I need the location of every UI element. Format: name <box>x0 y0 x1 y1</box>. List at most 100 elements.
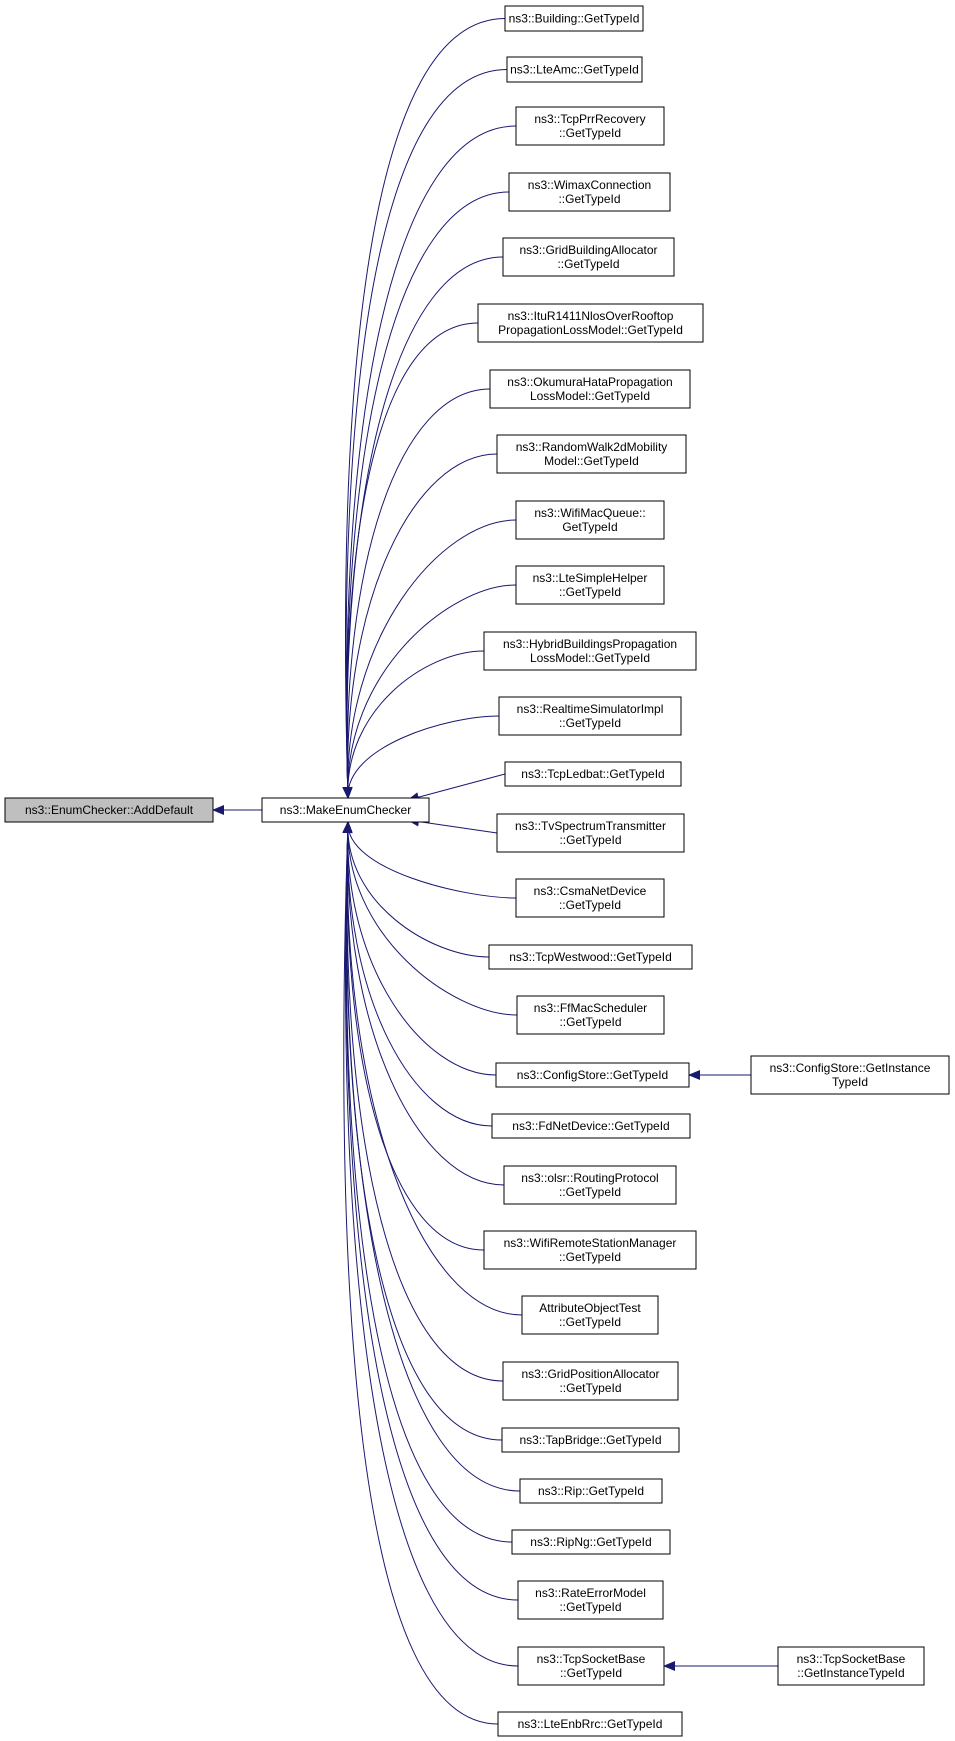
node-box <box>502 1361 679 1401</box>
node-caller-3[interactable]: ns3::TcpPrrRecovery::GetTypeId <box>515 106 665 146</box>
node-box <box>521 1295 659 1335</box>
node-label-line: TypeId <box>832 1075 868 1089</box>
node-caller-16[interactable]: ns3::TcpWestwood::GetTypeId <box>488 944 693 970</box>
nodes-layer: ns3::Building::GetTypeIdns3::LteAmc::Get… <box>4 5 950 1737</box>
node-caller-19[interactable]: ns3::FdNetDevice::GetTypeId <box>491 1113 691 1139</box>
edge-c12-to-makeenum <box>342 715 500 799</box>
node-label-line: ns3::RateErrorModel <box>535 1586 646 1600</box>
node-label-line: ::GetTypeId <box>559 1015 621 1029</box>
edge-c21-to-makeenum <box>342 821 485 1251</box>
node-box <box>517 1580 664 1620</box>
node-box <box>489 369 691 409</box>
node-label-line: ::GetTypeId <box>559 1600 621 1614</box>
edge-c15-to-makeenum <box>342 821 517 899</box>
node-make-enum-checker[interactable]: ns3::MakeEnumChecker <box>261 797 430 823</box>
node-caller-28[interactable]: ns3::TcpSocketBase::GetTypeId <box>517 1646 665 1686</box>
node-label-line: ns3::WimaxConnection <box>528 178 651 192</box>
node-label-line: ns3::GridBuildingAllocator <box>519 243 657 257</box>
node-caller-18[interactable]: ns3::ConfigStore::GetTypeId <box>495 1062 690 1088</box>
node-label-line: ::GetTypeId <box>558 192 620 206</box>
node-caller-25[interactable]: ns3::Rip::GetTypeId <box>519 1478 663 1504</box>
edge-c2-to-makeenum <box>342 69 508 799</box>
node-caller-15[interactable]: ns3::CsmaNetDevice::GetTypeId <box>515 878 665 918</box>
node-caller-14[interactable]: ns3::TvSpectrumTransmitter::GetTypeId <box>496 813 685 853</box>
node-caller-6[interactable]: ns3::ItuR1411NlosOverRooftopPropagationL… <box>477 303 704 343</box>
edge-c25-to-makeenum <box>342 821 521 1492</box>
node-box <box>4 797 214 823</box>
edges-layer <box>212 18 778 1725</box>
edge-c27-to-makeenum <box>342 821 519 1601</box>
node-box <box>515 500 665 540</box>
edge-c28-to-makeenum <box>342 821 519 1667</box>
node-caller-17[interactable]: ns3::FfMacScheduler::GetTypeId <box>516 995 665 1035</box>
node-caller-11[interactable]: ns3::HybridBuildingsPropagationLossModel… <box>483 631 697 671</box>
node-caller-23[interactable]: ns3::GridPositionAllocator::GetTypeId <box>502 1361 679 1401</box>
node-caller-1[interactable]: ns3::Building::GetTypeId <box>504 5 644 32</box>
node-box <box>750 1055 950 1095</box>
edge-c26-to-makeenum <box>342 821 513 1543</box>
edge-c16-to-makeenum <box>342 821 490 958</box>
node-box <box>496 434 687 474</box>
node-label-line: ::GetTypeId <box>559 716 621 730</box>
node-box <box>508 172 671 212</box>
node-label-line: ns3::OkumuraHataPropagation <box>507 375 672 389</box>
node-label-line: ::GetInstanceTypeId <box>797 1666 904 1680</box>
node-box <box>511 1529 671 1555</box>
edge-c13-to-makeenum <box>407 773 506 802</box>
node-box <box>517 1646 665 1686</box>
edge-c7-to-makeenum <box>342 388 491 799</box>
node-caller-21[interactable]: ns3::WifiRemoteStationManager::GetTypeId <box>483 1230 697 1270</box>
node-label-line: ns3::GridPositionAllocator <box>521 1367 659 1381</box>
node-caller-5[interactable]: ns3::GridBuildingAllocator::GetTypeId <box>502 237 675 277</box>
node-label-line: PropagationLossModel::GetTypeId <box>498 323 683 337</box>
node-label-line: ns3::WifiRemoteStationManager <box>504 1236 677 1250</box>
node-secondary-2[interactable]: ns3::TcpSocketBase::GetInstanceTypeId <box>777 1646 925 1686</box>
node-caller-29[interactable]: ns3::LteEnbRrc::GetTypeId <box>497 1711 683 1737</box>
node-enum-checker-add-default[interactable]: ns3::EnumChecker::AddDefault <box>4 797 214 823</box>
node-label-line: ns3::FfMacScheduler <box>534 1001 647 1015</box>
node-caller-22[interactable]: AttributeObjectTest::GetTypeId <box>521 1295 659 1335</box>
node-caller-13[interactable]: ns3::TcpLedbat::GetTypeId <box>504 761 682 787</box>
node-label-line: ns3::TcpSocketBase <box>797 1652 906 1666</box>
node-label-line: ns3::TvSpectrumTransmitter <box>515 819 666 833</box>
node-caller-20[interactable]: ns3::olsr::RoutingProtocol::GetTypeId <box>503 1165 677 1205</box>
node-caller-12[interactable]: ns3::RealtimeSimulatorImpl::GetTypeId <box>498 696 682 736</box>
node-caller-27[interactable]: ns3::RateErrorModel::GetTypeId <box>517 1580 664 1620</box>
node-box <box>501 1427 680 1453</box>
node-label-line: ns3::Rip::GetTypeId <box>538 1484 644 1498</box>
node-caller-2[interactable]: ns3::LteAmc::GetTypeId <box>506 56 643 83</box>
node-caller-9[interactable]: ns3::WifiMacQueue::GetTypeId <box>515 500 665 540</box>
node-label-line: Model::GetTypeId <box>544 454 639 468</box>
edge-c9-to-makeenum <box>342 519 517 799</box>
node-label-line: ns3::ConfigStore::GetTypeId <box>517 1068 668 1082</box>
node-label-line: ns3::olsr::RoutingProtocol <box>521 1171 658 1185</box>
node-label-line: ::GetTypeId <box>559 126 621 140</box>
edge-c17-to-makeenum <box>342 821 518 1016</box>
node-caller-10[interactable]: ns3::LteSimpleHelper::GetTypeId <box>515 565 665 605</box>
edge-c18-to-makeenum <box>342 821 497 1076</box>
node-caller-26[interactable]: ns3::RipNg::GetTypeId <box>511 1529 671 1555</box>
node-box <box>516 995 665 1035</box>
node-caller-8[interactable]: ns3::RandomWalk2dMobilityModel::GetTypeI… <box>496 434 687 474</box>
node-label-line: ns3::ItuR1411NlosOverRooftop <box>508 309 674 323</box>
node-box <box>483 631 697 671</box>
node-label-line: AttributeObjectTest <box>539 1301 641 1315</box>
edge-c3-to-makeenum <box>342 125 517 799</box>
node-label-line: ns3::TcpWestwood::GetTypeId <box>509 950 672 964</box>
node-box <box>261 797 430 823</box>
node-secondary-1[interactable]: ns3::ConfigStore::GetInstanceTypeId <box>750 1055 950 1095</box>
node-box <box>515 878 665 918</box>
node-caller-4[interactable]: ns3::WimaxConnection::GetTypeId <box>508 172 671 212</box>
node-label-line: ns3::RandomWalk2dMobility <box>516 440 668 454</box>
node-label-line: ns3::HybridBuildingsPropagation <box>503 637 677 651</box>
node-caller-24[interactable]: ns3::TapBridge::GetTypeId <box>501 1427 680 1453</box>
node-box <box>504 761 682 787</box>
node-caller-7[interactable]: ns3::OkumuraHataPropagationLossModel::Ge… <box>489 369 691 409</box>
node-box <box>777 1646 925 1686</box>
node-label-line: ns3::ConfigStore::GetInstance <box>770 1061 931 1075</box>
edge-c19-to-makeenum <box>342 821 493 1127</box>
node-label-line: ns3::LteEnbRrc::GetTypeId <box>518 1717 663 1731</box>
edge-c23-to-makeenum <box>342 821 504 1382</box>
node-label-line: ns3::WifiMacQueue:: <box>534 506 645 520</box>
